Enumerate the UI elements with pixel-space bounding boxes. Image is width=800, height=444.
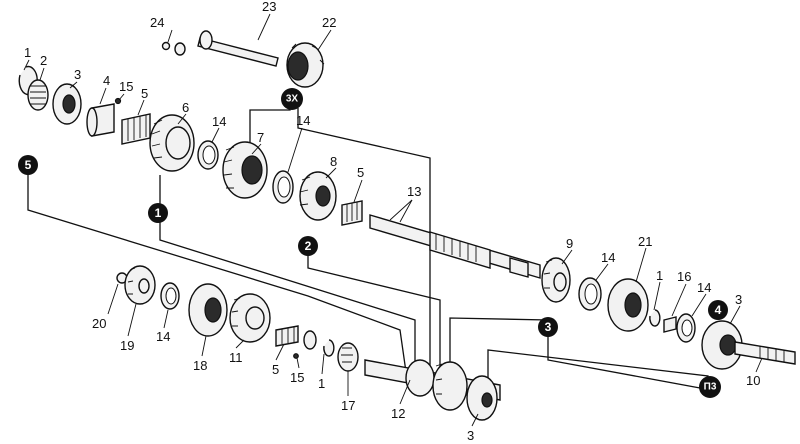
part-5-needle-bearing xyxy=(121,113,151,145)
callout-5-mid: 5 xyxy=(357,165,364,180)
callout-10: 10 xyxy=(746,373,760,388)
callout-18: 18 xyxy=(193,358,207,373)
part-23-pin xyxy=(197,30,279,67)
badge-3x: 3X xyxy=(281,88,303,110)
part-3-synchro-right xyxy=(701,320,743,370)
part-21-bearing xyxy=(607,278,649,332)
part-9-gear xyxy=(541,257,571,303)
badge-4: 4 xyxy=(708,300,728,320)
callout-11: 11 xyxy=(229,350,243,365)
part-12-countershaft xyxy=(364,359,501,421)
callout-4: 4 xyxy=(103,73,110,88)
part-4-bushing xyxy=(86,103,115,137)
part-14-ring-b xyxy=(272,170,294,204)
callout-5-top: 5 xyxy=(141,86,148,101)
callout-21: 21 xyxy=(638,234,652,249)
svg-text:5: 5 xyxy=(25,158,32,172)
callout-14-a: 14 xyxy=(212,114,226,129)
part-15-ball-b xyxy=(293,353,299,359)
part-2-sleeve xyxy=(27,79,49,111)
callout-16: 16 xyxy=(677,269,691,284)
callout-17: 17 xyxy=(341,398,355,413)
badge-1: 1 xyxy=(148,203,168,223)
part-6-gear xyxy=(149,114,195,172)
badge-p3: П3 xyxy=(699,376,721,398)
callout-7: 7 xyxy=(257,130,264,145)
part-8-gear xyxy=(299,171,337,221)
callout-23: 23 xyxy=(262,0,276,14)
callout-24: 24 xyxy=(150,15,164,30)
callout-15-top: 15 xyxy=(119,79,133,94)
callout-5-low: 5 xyxy=(272,362,279,377)
callout-9: 9 xyxy=(566,236,573,251)
svg-text:3X: 3X xyxy=(286,94,299,105)
callout-22: 22 xyxy=(322,15,336,30)
part-11-gear xyxy=(229,293,271,343)
callout-3-top: 3 xyxy=(74,67,81,82)
part-18-bearing xyxy=(188,283,228,337)
leader-lines xyxy=(23,13,763,427)
badge-2: 2 xyxy=(298,236,318,256)
part-3-bearing-left xyxy=(52,83,82,125)
badge-5: 5 xyxy=(18,155,38,175)
part-1-circlip-right xyxy=(649,309,661,327)
part-5-needle-bearing-c xyxy=(275,325,299,347)
part-10-output-shaft xyxy=(734,341,796,365)
callout-1-right: 1 xyxy=(656,268,663,283)
badge-3: 3 xyxy=(538,317,558,337)
callout-12: 12 xyxy=(391,406,405,421)
callout-13: 13 xyxy=(407,184,421,199)
part-16-needle xyxy=(663,316,677,333)
svg-text:3: 3 xyxy=(545,320,552,334)
callout-14-e: 14 xyxy=(156,329,170,344)
svg-text:1: 1 xyxy=(155,206,162,220)
svg-text:2: 2 xyxy=(305,239,312,253)
part-22-gear xyxy=(286,42,325,88)
callout-1-low: 1 xyxy=(318,376,325,391)
callout-15-low: 15 xyxy=(290,370,304,385)
callout-14-b: 14 xyxy=(296,113,310,128)
callout-numbers: 1 2 3 4 15 5 6 14 7 14 8 5 13 23 24 22 9… xyxy=(24,0,760,443)
part-17-bearing xyxy=(337,342,359,372)
svg-text:4: 4 xyxy=(715,303,722,317)
callout-14-d: 14 xyxy=(697,280,711,295)
callout-1-top: 1 xyxy=(24,45,31,60)
part-14-ring-a xyxy=(197,140,219,170)
part-19-gear xyxy=(124,265,156,305)
callout-20: 20 xyxy=(92,316,106,331)
callout-14-c: 14 xyxy=(601,250,615,265)
callout-3-low: 3 xyxy=(467,428,474,443)
svg-text:П3: П3 xyxy=(704,382,717,393)
callout-3-right: 3 xyxy=(735,292,742,307)
part-washer-small xyxy=(303,330,317,350)
part-7-gear xyxy=(222,141,268,199)
part-14-ring-c xyxy=(578,277,602,311)
callout-2: 2 xyxy=(40,53,47,68)
part-24-screw xyxy=(161,41,186,56)
callout-8: 8 xyxy=(330,154,337,169)
part-5-needle-bearing-b xyxy=(341,200,363,226)
part-1-circlip-lower xyxy=(323,339,335,357)
callout-19: 19 xyxy=(120,338,134,353)
callout-6: 6 xyxy=(182,100,189,115)
part-14-ring-d xyxy=(676,313,696,343)
upper-mainshaft xyxy=(369,214,541,279)
part-14-ring-e xyxy=(160,282,180,310)
